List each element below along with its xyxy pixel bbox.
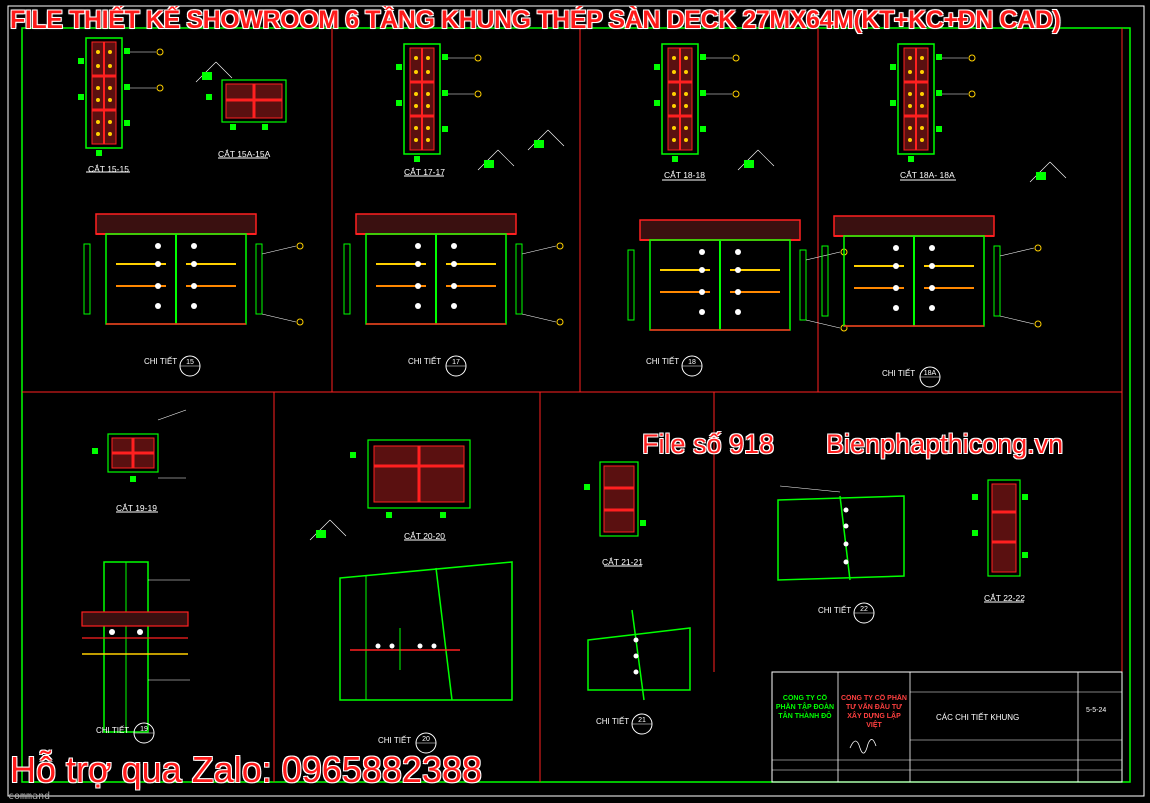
detail-number: 18	[688, 359, 696, 366]
section-label: CẮT 18A- 18A	[900, 170, 955, 180]
detail-label: CHI TIẾT	[596, 716, 629, 726]
section-label: CẮT 21-21	[602, 557, 643, 567]
detail-number: 21	[638, 717, 646, 724]
section-22-22: CẮT 22-22	[972, 479, 1028, 603]
detail-number: 19	[140, 726, 148, 733]
section-20-20: CẮT 20-20	[309, 439, 471, 541]
section-18-18: CẮT 18-18	[652, 42, 775, 181]
drawing-inner-frame	[21, 27, 1131, 783]
detail-19: CHI TIẾT 19	[81, 561, 190, 744]
drawing-date: 5-5-24	[1086, 707, 1106, 714]
section-label: CẮT 20-20	[404, 531, 445, 541]
section-label: CẮT 17-17	[404, 167, 445, 177]
section-label: CẮT 19-19	[116, 503, 157, 513]
detail-18: CHI TIẾT 18	[627, 219, 848, 377]
detail-label: CHI TIẾT	[818, 605, 851, 615]
detail-number: 17	[452, 359, 460, 366]
section-19-19: CẮT 19-19	[92, 409, 187, 513]
detail-label: CHI TIẾT	[882, 368, 915, 378]
section-18a-18a: CẮT 18A- 18A	[888, 42, 1067, 183]
watermark-site: Bienphapthicong.vn	[826, 429, 1064, 459]
section-label: CẮT 18-18	[664, 170, 705, 180]
detail-number: 15	[186, 359, 194, 366]
detail-18a: CHI TIẾT 18A	[821, 215, 1042, 388]
detail-label: CHI TIẾT	[646, 356, 679, 366]
section-21-21: CẮT 21-21	[584, 461, 646, 567]
detail-number: 22	[860, 606, 868, 613]
detail-number: 18A	[924, 370, 937, 377]
detail-22: CHI TIẾT 22	[777, 485, 905, 624]
section-17-17: CẮT 17-17	[394, 42, 515, 177]
detail-label: CHI TIẾT	[408, 356, 441, 366]
detail-17: CHI TIẾT 17	[343, 213, 564, 377]
detail-label: CHI TIẾT	[96, 725, 129, 735]
detail-label: CHI TIẾT	[144, 356, 177, 366]
detail-number: 20	[422, 736, 430, 743]
section-label: CẮT 22-22	[984, 593, 1025, 603]
watermark-zalo-support: Hỗ trợ qua Zalo: 0965882388	[10, 749, 482, 790]
watermark-title: FILE THIẾT KẾ SHOWROOM 6 TẦNG KHUNG THÉP…	[10, 6, 1061, 34]
section-15-15: CẮT 15-15	[76, 36, 165, 174]
detail-21: CHI TIẾT 21	[587, 609, 691, 735]
section-label: CẮT 15-15	[88, 164, 129, 174]
drawing-outer-frame	[7, 5, 1145, 797]
detail-label: CHI TIẾT	[378, 735, 411, 745]
signature	[849, 739, 877, 754]
section-15a-15a: CẮT 15A-15A	[195, 61, 287, 159]
detail-20: CHI TIẾT 20	[339, 561, 513, 754]
company-right-name: CÔNG TY CỔ PHẦN TƯ VẤN ĐẦU TƯ XÂY DỰNG L…	[841, 695, 907, 729]
title-block: CÔNG TY CỔ PHẦN TẬP ĐOÀN TÂN THÀNH ĐÔ CÔ…	[771, 671, 1123, 783]
command-line[interactable]: command	[8, 791, 51, 802]
watermark-file-number: File số 918	[642, 429, 775, 459]
section-label: CẮT 15A-15A	[218, 149, 271, 159]
detail-15: CHI TIẾT 15	[83, 213, 304, 377]
company-left-name: CÔNG TY CỔ PHẦN TẬP ĐOÀN TÂN THÀNH ĐÔ	[775, 695, 835, 720]
drawing-name: CÁC CHI TIẾT KHUNG	[936, 712, 1019, 722]
